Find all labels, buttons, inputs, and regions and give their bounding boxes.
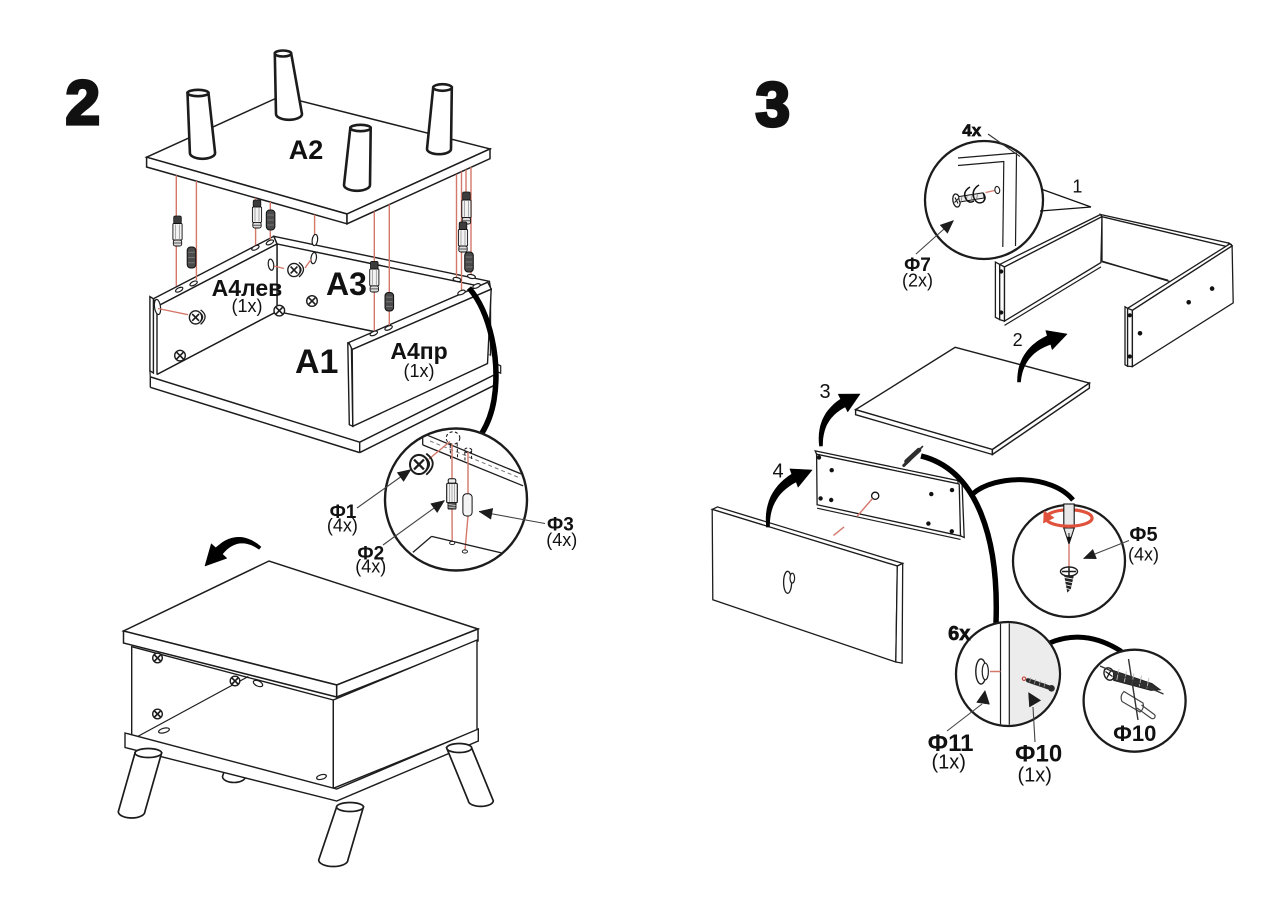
svg-text:А4пр: А4пр bbox=[390, 338, 447, 364]
svg-text:6x: 6x bbox=[948, 623, 970, 645]
svg-text:Ф3: Ф3 bbox=[547, 515, 574, 536]
svg-text:Ф10: Ф10 bbox=[1113, 721, 1156, 746]
svg-text:Ф11: Ф11 bbox=[928, 730, 974, 757]
svg-text:(4x): (4x) bbox=[1128, 545, 1159, 565]
svg-text:Ф1: Ф1 bbox=[330, 502, 357, 523]
svg-text:А4лев: А4лев bbox=[212, 275, 283, 301]
svg-text:Ф5: Ф5 bbox=[1129, 524, 1157, 546]
svg-text:2: 2 bbox=[1013, 330, 1023, 350]
svg-text:(4x): (4x) bbox=[355, 557, 386, 577]
svg-text:A3: A3 bbox=[326, 266, 367, 302]
svg-text:A1: A1 bbox=[295, 343, 338, 381]
svg-text:4x: 4x bbox=[962, 121, 981, 140]
svg-text:(4x): (4x) bbox=[546, 530, 577, 550]
svg-text:(1x): (1x) bbox=[404, 361, 435, 381]
svg-text:(4x): (4x) bbox=[327, 516, 358, 536]
svg-text:1: 1 bbox=[1072, 177, 1082, 197]
svg-text:(2x): (2x) bbox=[902, 271, 933, 291]
svg-text:(1x): (1x) bbox=[931, 752, 965, 774]
svg-text:Ф10: Ф10 bbox=[1015, 741, 1062, 768]
svg-text:Ф2: Ф2 bbox=[357, 544, 384, 565]
svg-text:4: 4 bbox=[772, 461, 783, 483]
svg-text:A2: A2 bbox=[289, 135, 324, 165]
svg-text:2: 2 bbox=[66, 69, 100, 138]
svg-text:(1x): (1x) bbox=[1017, 765, 1051, 787]
svg-text:3: 3 bbox=[820, 381, 831, 403]
svg-text:Ф7: Ф7 bbox=[904, 255, 931, 276]
svg-text:3: 3 bbox=[756, 71, 790, 140]
svg-text:(1x): (1x) bbox=[232, 296, 263, 316]
